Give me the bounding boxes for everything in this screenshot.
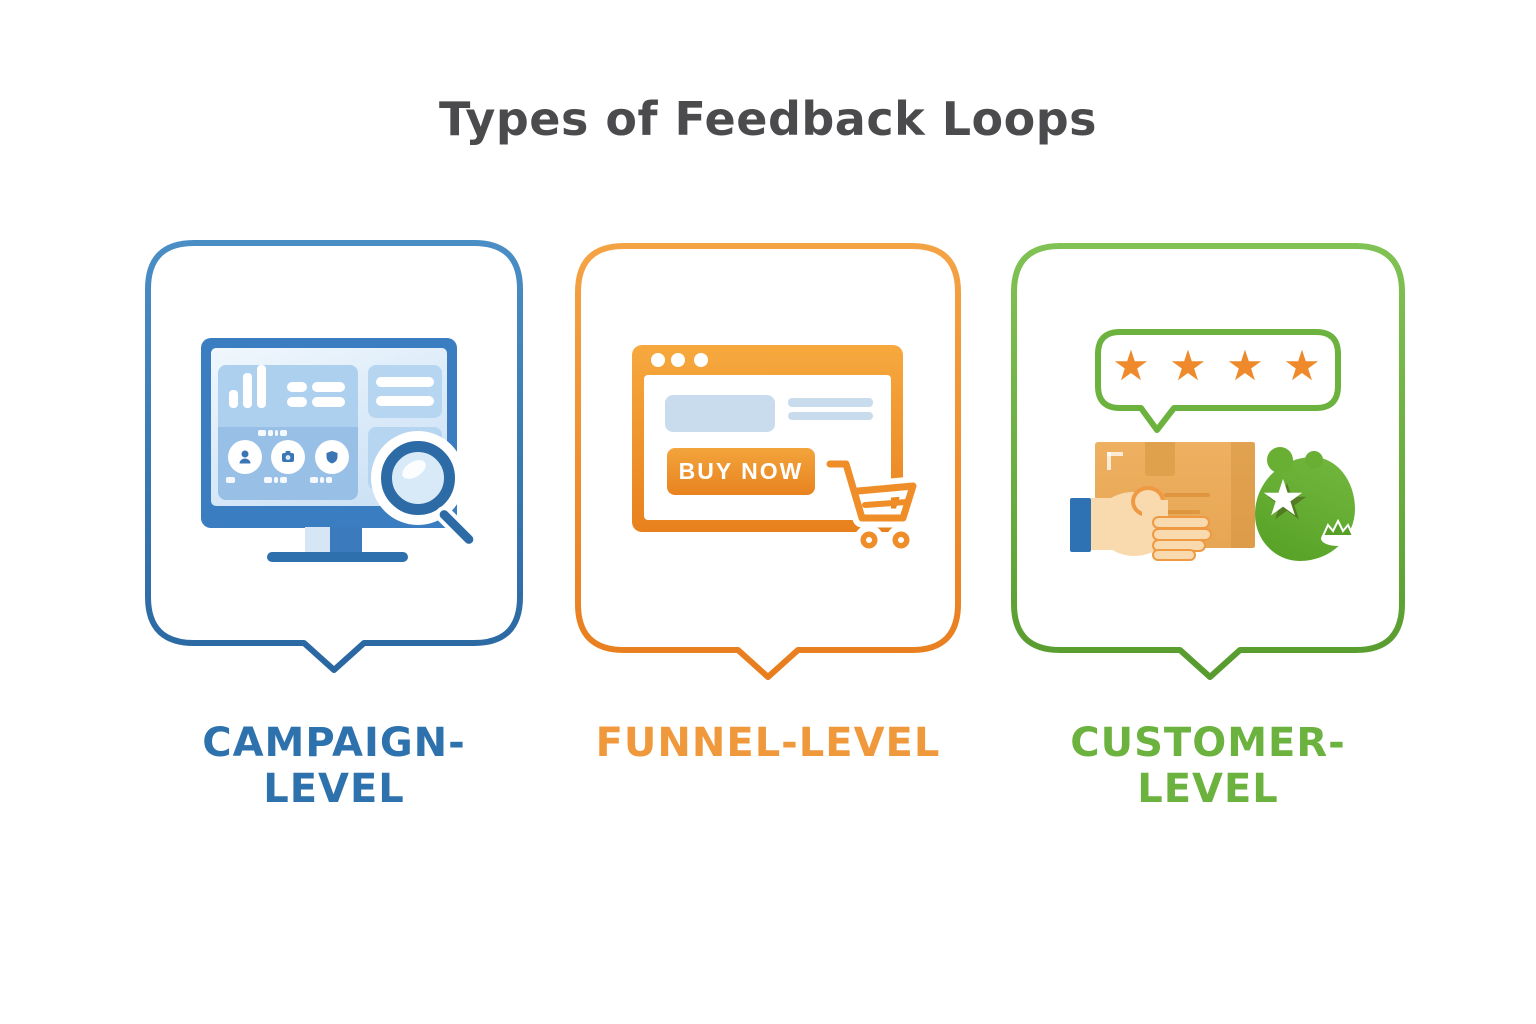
funnel-speech-bubble-outline: [575, 243, 961, 680]
buy-now-label: BUY NOW: [678, 458, 804, 484]
sleeve-cuff: [1070, 498, 1091, 552]
dashboard-screen: [211, 348, 447, 506]
funnel-level-label: FUNNEL-LEVEL: [595, 720, 941, 766]
person-icon: [239, 450, 251, 464]
dashboard-microtext: [264, 477, 287, 483]
crown-icon: [1321, 519, 1355, 537]
buy-now-button: BUY NOW: [667, 448, 815, 495]
page-title: Types of Feedback Loops: [438, 92, 1098, 146]
dashboard-microtext: [226, 477, 235, 483]
camera-icon: [282, 451, 294, 462]
kpi-card: [218, 427, 358, 500]
customer-panel: ★ ★ ★ ★ ★: [1011, 243, 1405, 680]
kpi-circle: [271, 440, 305, 474]
hero-placeholder: [665, 395, 775, 432]
customer-level-label: CUSTOMER-LEVEL: [1070, 720, 1346, 812]
dashboard-microtext: [258, 430, 287, 436]
monitor-base: [267, 552, 408, 562]
window-dot-icon: [651, 353, 665, 367]
magnifier-glint: [399, 456, 429, 483]
magnifier-icon: [381, 441, 455, 515]
dashboard-microtext: [310, 477, 332, 483]
customer-speech-bubble-outline: [1011, 243, 1405, 680]
review-star-icon: ★: [1260, 469, 1306, 527]
kpi-circle: [228, 440, 262, 474]
package-tape: [1145, 442, 1175, 476]
campaign-panel: [145, 240, 523, 673]
bar-chart-icon: [229, 390, 238, 408]
chart-card: [218, 365, 358, 427]
shield-icon: [326, 451, 338, 464]
rating-bubble-outline: [1095, 329, 1341, 433]
monitor-stand: [305, 527, 330, 553]
shopping-cart-icon: [822, 454, 923, 555]
sidebar-card: [368, 365, 442, 418]
campaign-speech-bubble-outline: [145, 240, 523, 673]
kpi-circle: [315, 440, 349, 474]
browser-window-icon: BUY NOW: [632, 345, 903, 532]
text-placeholder: [788, 398, 873, 407]
funnel-panel: BUY NOW: [575, 243, 961, 680]
star-rating: ★ ★ ★ ★: [1112, 341, 1324, 390]
monitor-icon: [201, 338, 457, 528]
review-splash-icon: ★: [1255, 447, 1355, 561]
legend-line: [287, 382, 307, 392]
campaign-level-label: CAMPAIGN-LEVEL: [202, 720, 466, 812]
